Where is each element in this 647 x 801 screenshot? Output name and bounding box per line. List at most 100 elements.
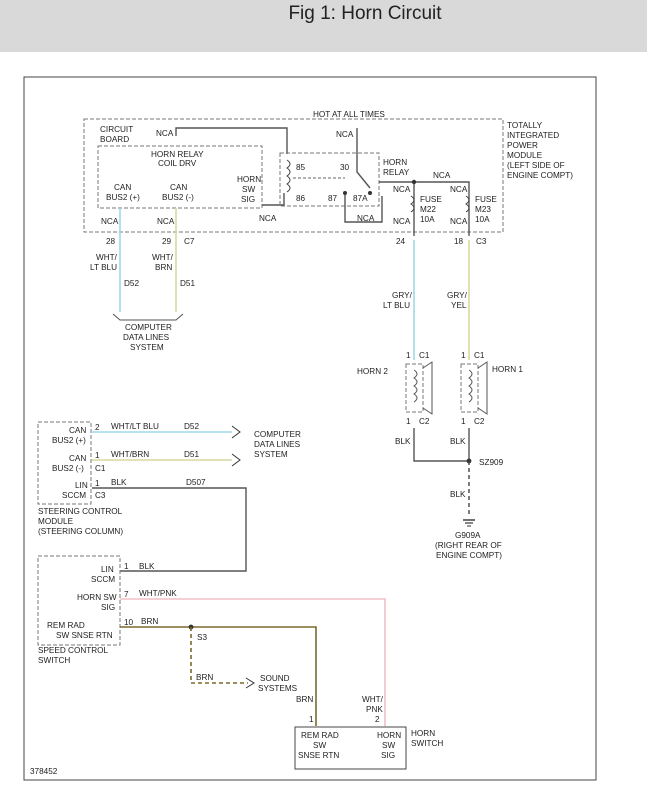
arrow-sound-systems-icon [245,677,255,689]
wire-brn [120,626,317,726]
nca-label: NCA [393,217,411,226]
horn1-c2: C2 [474,417,485,426]
pin-30: 30 [340,163,350,172]
relay-junction [411,179,417,185]
horn-relay-coil-drv-label: HORN RELAY COIL DRV [151,150,204,168]
horn-sw-sig-label: HORN SW SIG [237,175,261,204]
wire-d52-label-sccm: D52 [184,422,199,431]
sccm-lin-label: LIN [75,481,88,490]
wire-blk-d507-label: BLK [111,478,127,487]
wire-d52-label: D52 [124,279,139,288]
scs-sw-snse-rtn-label: SW SNSE RTN [56,631,113,640]
svg-text:SW: SW [313,741,326,750]
horn-switch-right-label: HORN SW SIG [377,731,401,760]
wire-blk-ground-label: BLK [450,490,466,499]
relay-86-wire [262,193,285,206]
sccm-pin2: 2 [95,423,100,432]
svg-text:WHT/: WHT/ [362,695,384,704]
fuse-m22-label: FUSE M22 10A [420,195,442,224]
ground-icon [463,519,475,527]
arrow-d51-icon [231,453,241,467]
wire-d51-label: D51 [180,279,195,288]
svg-text:STEERING CONTROL: STEERING CONTROL [38,507,123,516]
sound-systems-label: SOUND SYSTEMS [258,674,298,693]
pin-18: 18 [454,237,464,246]
pin-29: 29 [162,237,172,246]
svg-text:SWITCH: SWITCH [411,739,443,748]
svg-text:POWER: POWER [507,141,538,150]
pin-24: 24 [396,237,406,246]
svg-text:10A: 10A [475,215,490,224]
pin-86: 86 [296,194,306,203]
svg-text:BRN: BRN [155,263,172,272]
wire-brn-sound-label: BRN [196,673,213,682]
splice-s3-label: S3 [197,633,207,642]
diagram-frame [23,76,597,781]
horn1-pin1: 1 [461,351,466,360]
horn-ground-wire [413,428,470,462]
horn2-pin1: 1 [406,351,411,360]
horn2-coil-symbol [413,369,418,403]
wire-wht-lt-blu-label: WHT/ LT BLU [90,253,118,272]
horn-relay-box [279,152,380,207]
relay-contact-87a [368,191,372,195]
svg-text:CAN: CAN [170,183,187,192]
svg-text:HORN: HORN [411,729,435,738]
svg-text:HORN: HORN [237,175,261,184]
wire-wht-brn-label: WHT/ BRN [152,253,174,272]
scs-pin10: 10 [124,618,134,627]
svg-text:(LEFT SIDE OF: (LEFT SIDE OF [507,161,565,170]
figure-title: Fig 1: Horn Circuit [288,3,442,24]
svg-text:CAN: CAN [69,454,86,463]
figure-id: 378452 [30,767,58,776]
fuse-m23-label: FUSE M23 10A [475,195,497,224]
scs-rem-rad-label: REM RAD [47,621,85,630]
scs-horn-sw-label: HORN SW [77,593,117,602]
svg-text:SIG: SIG [381,751,395,760]
horn1-pin1-bottom: 1 [461,417,466,426]
wire-blk-horn2: BLK [395,437,411,446]
circuit-board-box [97,145,263,209]
connector-c3: C3 [476,237,487,246]
svg-text:COIL DRV: COIL DRV [158,159,197,168]
nca-label: NCA [357,214,375,223]
svg-text:FUSE: FUSE [475,195,497,204]
hs-pin1: 1 [309,715,314,724]
wire-d51-label-sccm: D51 [184,450,199,459]
nca-label: NCA [101,217,119,226]
svg-text:COMPUTER: COMPUTER [125,323,172,332]
svg-text:M22: M22 [420,205,436,214]
svg-text:CIRCUIT: CIRCUIT [100,125,133,134]
horn1-box [460,363,479,413]
tipm-title: TOTALLY INTEGRATED POWER MODULE (LEFT SI… [507,121,573,180]
svg-text:WHT/: WHT/ [96,253,118,262]
horn-relay-label: HORN RELAY [383,158,410,177]
sccm-sccm-label: SCCM [62,491,86,500]
speed-control-switch-caption: SPEED CONTROL SWITCH [38,646,109,665]
nca-label: NCA [259,214,277,223]
svg-text:SYSTEMS: SYSTEMS [258,684,298,693]
svg-text:RELAY: RELAY [383,168,410,177]
svg-text:SPEED CONTROL: SPEED CONTROL [38,646,109,655]
svg-text:BOARD: BOARD [100,135,129,144]
svg-text:INTEGRATED: INTEGRATED [507,131,559,140]
can-bus-neg-label: CAN BUS2 (-) [162,183,194,202]
horn2-label: HORN 2 [357,367,388,376]
svg-text:BUS2 (-): BUS2 (-) [52,464,84,473]
title-bar: Fig 1: Horn Circuit [0,0,647,52]
svg-text:MODULE: MODULE [507,151,543,160]
wire-d507-label: D507 [186,478,206,487]
svg-text:ENGINE COMPT): ENGINE COMPT) [507,171,573,180]
pin-28: 28 [106,237,116,246]
svg-text:GRY/: GRY/ [392,291,413,300]
svg-text:ENGINE COMPT): ENGINE COMPT) [436,551,502,560]
relay-coil-symbol [286,159,291,193]
can-bus-pos-label: CAN BUS2 (+) [106,183,140,202]
sccm-lin-pin1: 1 [95,479,100,488]
svg-text:COMPUTER: COMPUTER [254,430,301,439]
fuse-bus-wire [414,181,470,236]
horn2-c2: C2 [419,417,430,426]
scs-lin-label: LIN [101,565,114,574]
fuse-m23-symbol [465,195,470,213]
svg-text:SOUND: SOUND [260,674,290,683]
